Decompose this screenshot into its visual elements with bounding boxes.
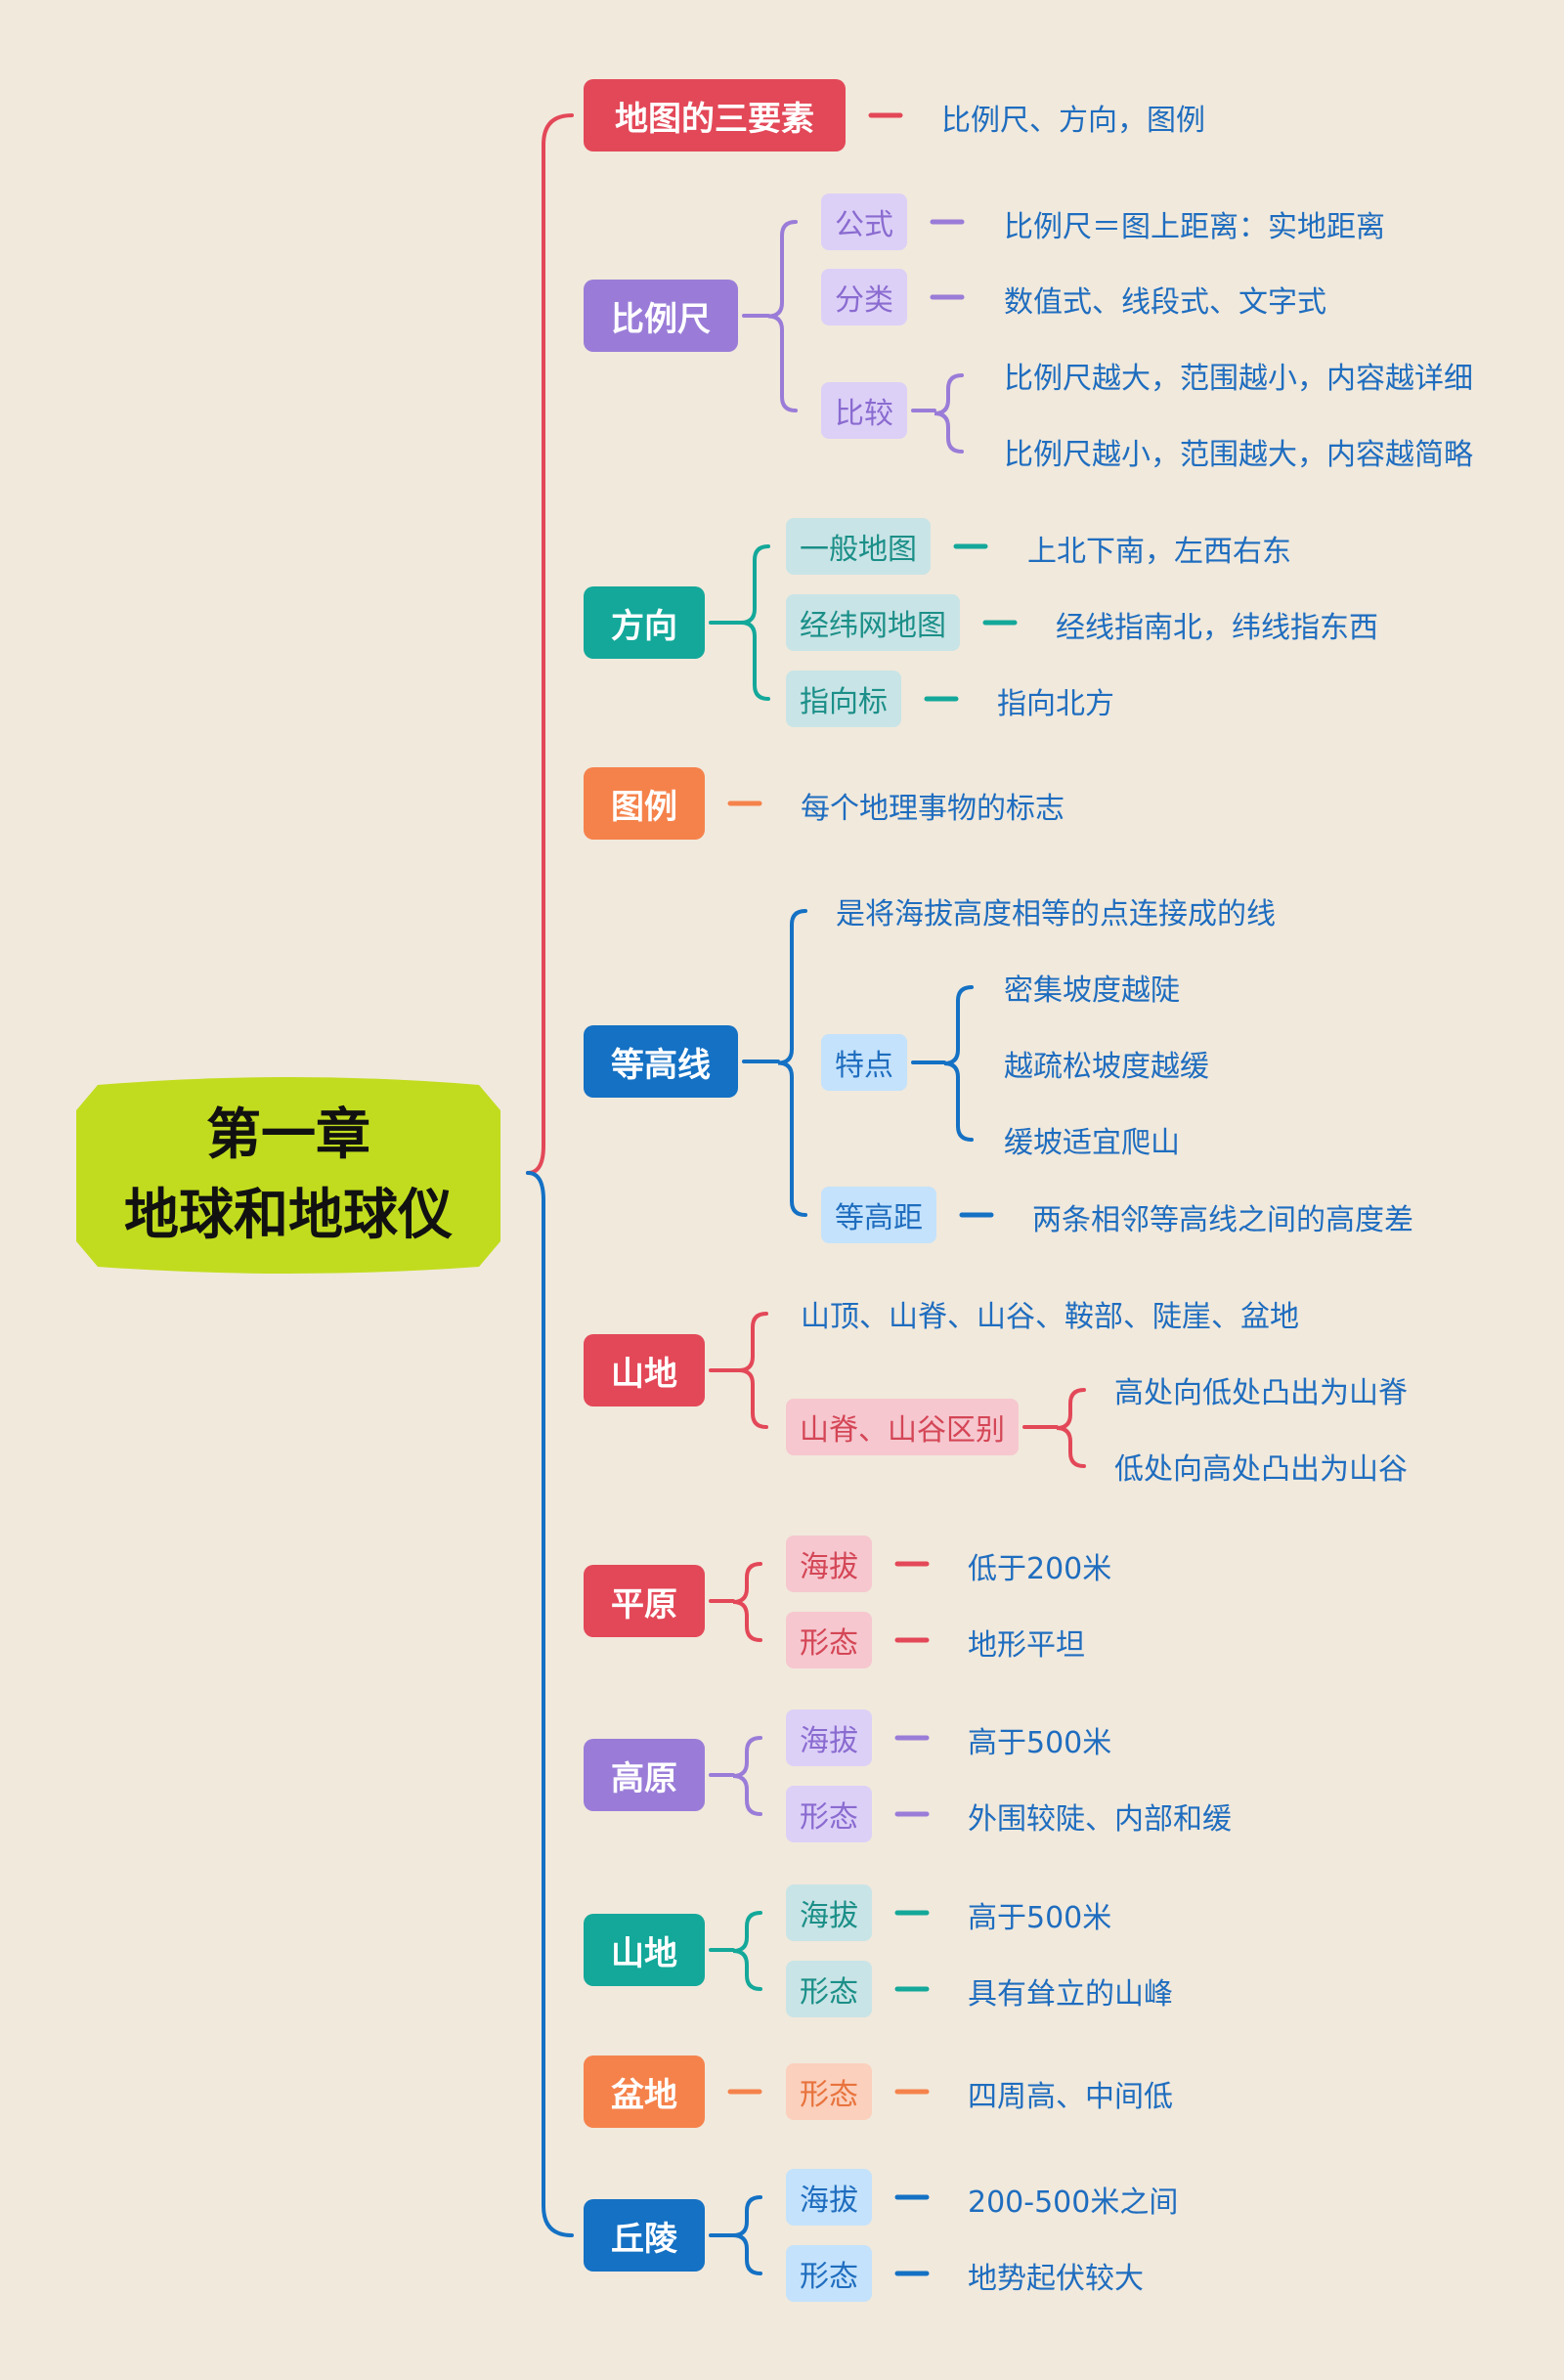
sub-node: 山脊、山谷区别: [786, 1399, 1019, 1455]
branch-bracket: [738, 1312, 768, 1429]
sub-node: 指向标: [786, 671, 901, 727]
branch-node: 山地: [584, 1334, 705, 1406]
leaf-text: 山顶、山脊、山谷、鞍部、陡崖、盆地: [801, 1300, 1299, 1334]
sub-node: 海拔: [786, 2169, 872, 2226]
sub-node: 比较: [821, 382, 907, 439]
sub-node: 特点: [821, 1034, 907, 1091]
sub-node: 海拔: [786, 1884, 872, 1941]
branch-bracket: [732, 1736, 762, 1816]
branch-bracket: [740, 544, 770, 701]
leaf-text: 比例尺越小，范围越大，内容越简略: [1004, 438, 1473, 472]
sub-node: 形态: [786, 1961, 872, 2017]
sub-bracket: [934, 373, 964, 454]
leaf-text: 上北下南，左西右东: [1027, 535, 1291, 569]
leaf-text: 数值式、线段式、文字式: [1004, 285, 1326, 320]
branch-node: 平原: [584, 1565, 705, 1637]
sub-node: 一般地图: [786, 518, 931, 575]
sub-bracket: [1056, 1388, 1086, 1468]
root-bracket-top: [526, 113, 574, 1175]
leaf-text: 两条相邻等高线之间的高度差: [1032, 1203, 1413, 1237]
branch-node: 比例尺: [584, 280, 738, 352]
leaf-text: 低处向高处凸出为山谷: [1114, 1452, 1408, 1487]
leaf-text: 比例尺、方向，图例: [941, 104, 1205, 138]
sub-node: 形态: [786, 2063, 872, 2120]
branch-bracket: [732, 1562, 762, 1642]
root-title: 第一章: [206, 1103, 370, 1167]
leaf-text: 具有耸立的山峰: [968, 1977, 1173, 2012]
leaf-text: 比例尺越大，范围越小，内容越详细: [1004, 362, 1473, 396]
leaf-text: 200-500米之间: [968, 2185, 1179, 2220]
branch-bracket: [777, 909, 807, 1217]
branch-node: 方向: [584, 586, 705, 659]
leaf-text: 是将海拔高度相等的点连接成的线: [836, 897, 1276, 931]
sub-node: 海拔: [786, 1709, 872, 1766]
branch-node: 等高线: [584, 1025, 738, 1098]
sub-node: 公式: [821, 194, 907, 250]
sub-node: 等高距: [821, 1187, 936, 1243]
sub-node: 经纬网地图: [786, 594, 960, 651]
branch-bracket: [732, 1911, 762, 1991]
sub-node: 形态: [786, 2245, 872, 2302]
branch-node: 地图的三要素: [584, 79, 846, 151]
root-node-shape: [76, 1077, 500, 1274]
leaf-text: 高处向低处凸出为山脊: [1114, 1376, 1408, 1410]
branch-node: 图例: [584, 767, 705, 840]
leaf-text: 每个地理事物的标志: [801, 792, 1064, 826]
sub-bracket: [943, 985, 974, 1142]
leaf-text: 经线指南北，纬线指东西: [1056, 611, 1378, 645]
root-node: 第一章 地球和地球仪: [76, 1075, 500, 1276]
leaf-text: 外围较陡、内部和缓: [968, 1802, 1232, 1837]
branch-bracket: [767, 220, 798, 412]
leaf-text: 地势起伏较大: [968, 2262, 1144, 2296]
leaf-text: 低于200米: [968, 1552, 1112, 1586]
branch-bracket: [732, 2195, 762, 2275]
branch-node: 高原: [584, 1739, 705, 1811]
sub-node: 形态: [786, 1786, 872, 1842]
branch-node: 山地: [584, 1914, 705, 1986]
branch-node: 丘陵: [584, 2199, 705, 2272]
sub-node: 形态: [786, 1612, 872, 1668]
leaf-text: 高于500米: [968, 1901, 1112, 1935]
root-bracket-bottom: [526, 1171, 574, 2237]
leaf-text: 比例尺＝图上距离：实地距离: [1004, 210, 1385, 244]
sub-node: 海拔: [786, 1536, 872, 1592]
leaf-text: 四周高、中间低: [968, 2080, 1173, 2114]
leaf-text: 越疏松坡度越缓: [1004, 1050, 1209, 1084]
leaf-text: 地形平坦: [968, 1628, 1085, 1663]
branch-node: 盆地: [584, 2055, 705, 2128]
leaf-text: 密集坡度越陡: [1004, 974, 1180, 1008]
leaf-text: 指向北方: [997, 687, 1114, 721]
sub-node: 分类: [821, 269, 907, 325]
root-subtitle: 地球和地球仪: [124, 1183, 453, 1247]
leaf-text: 高于500米: [968, 1726, 1112, 1760]
leaf-text: 缓坡适宜爬山: [1004, 1126, 1180, 1160]
